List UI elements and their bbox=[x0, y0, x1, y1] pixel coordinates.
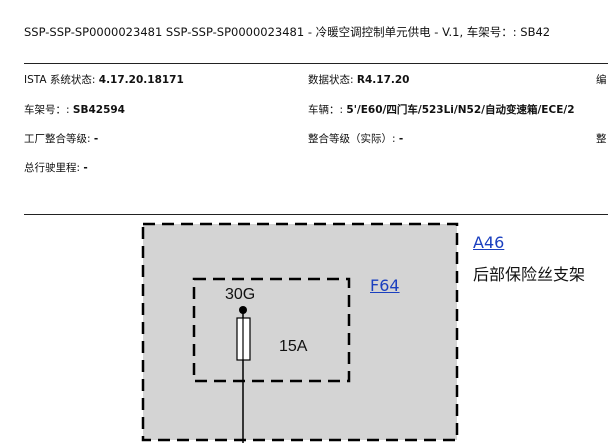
total-mileage-label: 总行驶里程: bbox=[24, 162, 84, 174]
col3-label-row1: 编 bbox=[596, 74, 607, 86]
factory-integration-label: 工厂整合等级: bbox=[24, 133, 94, 145]
vin-field: 车架号：: SB42594 bbox=[24, 102, 125, 117]
actual-integration-value: - bbox=[398, 133, 404, 145]
component-a46-description: 后部保险丝支架 bbox=[473, 265, 586, 284]
page-title: SSP-SSP-SP0000023481 SSP-SSP-SP000002348… bbox=[24, 25, 551, 39]
info-divider bbox=[24, 214, 608, 215]
data-status-value: R4.17.20 bbox=[356, 74, 410, 86]
component-f64-link[interactable]: F64 bbox=[370, 276, 400, 295]
header-divider bbox=[24, 63, 608, 64]
vin-value: SB42594 bbox=[72, 104, 125, 116]
fuse-f64-box bbox=[192, 277, 351, 383]
col3-label-row3: 整 bbox=[596, 133, 607, 145]
fuse-rating-label: 15A bbox=[279, 338, 308, 355]
total-mileage-value: - bbox=[83, 162, 88, 174]
actual-integration-label: 整合等级（实际）: bbox=[308, 133, 399, 145]
component-a46-link[interactable]: A46 bbox=[473, 233, 505, 252]
factory-integration-level: 工厂整合等级: - bbox=[24, 131, 98, 146]
pin-connector-dot bbox=[239, 306, 247, 314]
vehicle-field: 车辆：: 5'/E60/四门车/523Li/N52/自动变速箱/ECE/2 bbox=[308, 102, 575, 117]
data-status: 数据状态: R4.17.20 bbox=[308, 72, 409, 87]
total-mileage: 总行驶里程: - bbox=[24, 160, 88, 175]
ista-status: ISTA 系统状态: 4.17.20.18171 bbox=[24, 72, 184, 87]
ista-status-label: ISTA 系统状态: bbox=[24, 74, 99, 86]
data-status-label: 数据状态: bbox=[308, 74, 357, 86]
vin-label: 车架号：: bbox=[24, 104, 73, 116]
ista-status-value: 4.17.20.18171 bbox=[98, 74, 184, 86]
actual-integration-level: 整合等级（实际）: - bbox=[308, 131, 403, 146]
pin-label-30g: 30G bbox=[225, 286, 256, 303]
vehicle-value: 5'/E60/四门车/523Li/N52/自动变速箱/ECE/2 bbox=[346, 104, 575, 116]
factory-integration-value: - bbox=[93, 133, 99, 145]
vehicle-label: 车辆：: bbox=[308, 104, 347, 116]
